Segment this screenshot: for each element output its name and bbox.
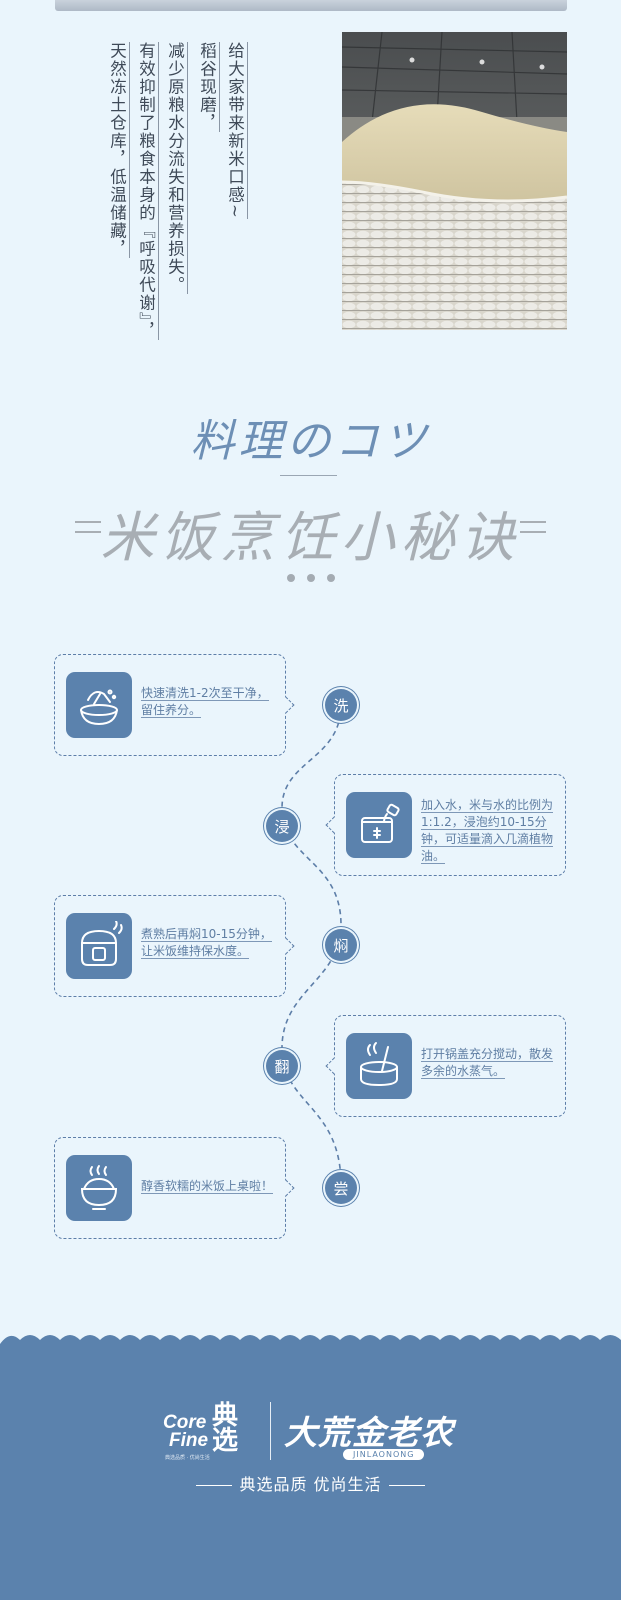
stirring-pot-icon — [346, 1033, 412, 1099]
step-description: 打开锅盖充分搅动，散发多余的水蒸气。 — [421, 1047, 554, 1079]
step-description: 加入水，米与水的比例为1:1.2，浸泡约10-15分钟，可适量滴入几滴植物油。 — [421, 798, 554, 864]
step-connector-curve — [281, 704, 342, 1186]
step-badge-stir: 翻 — [266, 1050, 298, 1082]
step-card-wash: 快速清洗1-2次至干净，留住养分。 — [54, 654, 295, 756]
footer — [0, 1345, 621, 1600]
dianxuan-logo-text: 典选 — [212, 1401, 238, 1456]
equals-right-ornament — [520, 521, 546, 533]
section-title-cn-row: 米饭烹饪小秘诀 — [0, 493, 621, 569]
intro-column-2: 稻谷现磨， — [198, 42, 220, 132]
slogan-line-right — [388, 1485, 425, 1486]
brand-logos: Core Fine 典选 典选品质 · 优尚生活 大荒金老农 JINLAONON… — [0, 1400, 621, 1461]
washing-rice-icon — [66, 672, 132, 738]
title-divider — [280, 475, 337, 476]
rice-cooker-icon — [66, 913, 132, 979]
slogan-line-left — [196, 1485, 233, 1486]
step-badge-simmer: 焖 — [325, 929, 357, 961]
dot-ornament — [287, 574, 295, 582]
dot-ornament — [307, 574, 315, 582]
step-description: 煮熟后再焖10-15分钟，让米饭维持保水度。 — [141, 927, 272, 959]
step-badge-wash: 洗 — [325, 689, 357, 721]
intro-column-5: 天然冻土仓库，低温储藏， — [108, 42, 130, 258]
step-description: 快速清洗1-2次至干净，留住养分。 — [141, 686, 269, 718]
step-badge-soak: 浸 — [266, 810, 298, 842]
jinlaonong-pill: JINLAONONG — [343, 1449, 425, 1460]
corefine-logo: Core Fine — [163, 1412, 209, 1451]
previous-image-edge — [55, 0, 567, 11]
step-card-taste: 醇香软糯的米饭上桌啦！ — [54, 1137, 295, 1239]
dot-ornament — [327, 574, 335, 582]
section-title-jp: 料理のコツ — [190, 416, 431, 467]
jinlaonong-logo: 大荒金老农 — [284, 1413, 454, 1452]
step-card-simmer: 煮熟后再焖10-15分钟，让米饭维持保水度。 — [54, 895, 295, 997]
equals-left-ornament — [75, 521, 101, 533]
rice-bowl-icon — [66, 1155, 132, 1221]
logo-subtitle: 典选品质 · 优尚生活 — [165, 1455, 210, 1461]
pouring-water-pot-icon — [346, 792, 412, 858]
section-title-cn: 米饭烹饪小秘诀 — [100, 506, 521, 569]
intro-column-1: 给大家带来新米口感~ — [226, 42, 248, 220]
intro-column-3: 减少原粮水分流失和营养损失。 — [166, 42, 188, 294]
intro-column-4: 有效抑制了粮食本身的『呼吸代谢』， — [137, 42, 159, 340]
warehouse-photo — [342, 32, 567, 330]
step-card-stir: 打开锅盖充分搅动，散发多余的水蒸气。 — [325, 1015, 566, 1117]
step-badge-taste: 尝 — [325, 1172, 357, 1204]
logo-separator — [270, 1402, 271, 1460]
footer-slogan-row: 典选品质 优尚生活 — [0, 1471, 621, 1495]
step-card-soak: 加入水，米与水的比例为1:1.2，浸泡约10-15分钟，可适量滴入几滴植物油。 — [325, 774, 566, 876]
footer-slogan: 典选品质 优尚生活 — [239, 1475, 382, 1494]
step-description: 醇香软糯的米饭上桌啦！ — [141, 1179, 274, 1194]
